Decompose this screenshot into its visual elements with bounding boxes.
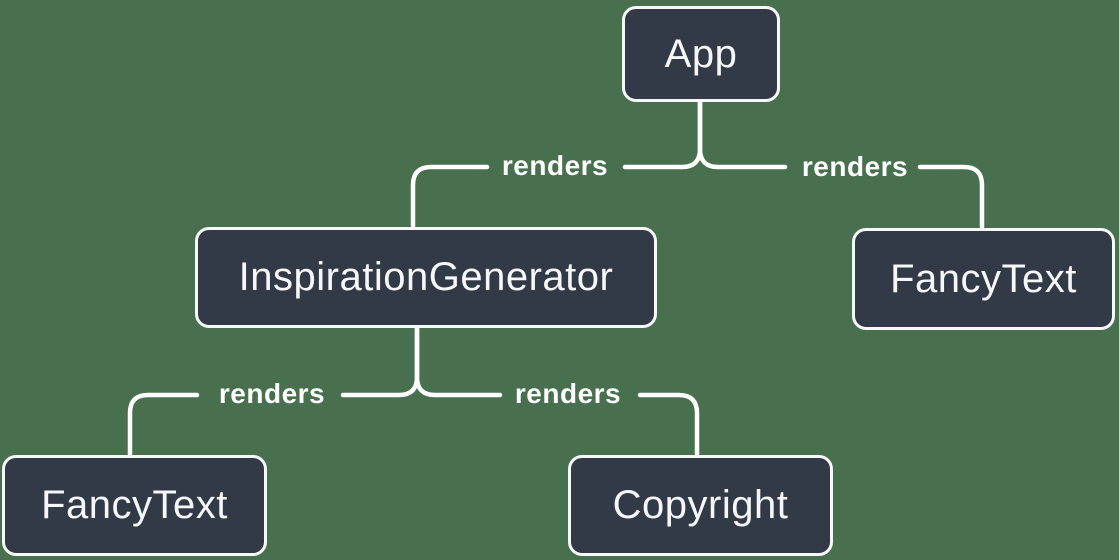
edge-inspirationgenerator-fancytext-tail <box>127 392 200 457</box>
node-fancy-text-left: FancyText <box>2 455 267 556</box>
edge-label-renders-app-inspirationgenerator: renders <box>501 150 609 181</box>
edge-inspirationgenerator-copyright-tail <box>637 392 700 457</box>
edge-app-fancytext-stub <box>697 98 788 170</box>
edge-label-renders-app-fancytext: renders <box>801 151 909 182</box>
node-app: App <box>622 6 780 102</box>
edge-label-renders-inspirationgenerator-fancytext: renders <box>218 378 326 409</box>
node-inspiration-generator: InspirationGenerator <box>195 227 657 328</box>
edge-label-renders-inspirationgenerator-copyright: renders <box>514 378 622 409</box>
edge-app-inspirationgenerator-stub <box>622 98 703 170</box>
edge-app-fancytext-tail <box>917 164 985 230</box>
edge-inspirationgenerator-fancytext-stub <box>340 326 420 398</box>
edge-app-inspirationgenerator-tail <box>410 164 490 229</box>
node-copyright: Copyright <box>568 455 833 556</box>
node-fancy-text-right: FancyText <box>852 228 1115 330</box>
edge-inspirationgenerator-copyright-stub <box>414 326 503 398</box>
